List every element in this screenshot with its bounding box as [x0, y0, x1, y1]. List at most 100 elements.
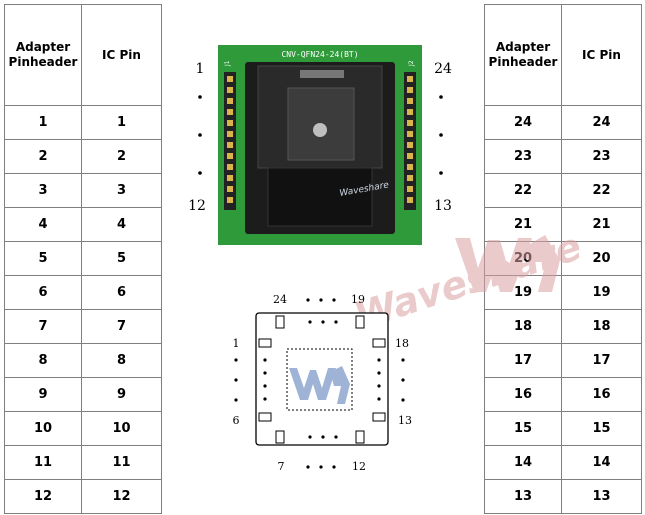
- header-pin: [227, 98, 233, 104]
- adapter-pin-cell: 8: [4, 343, 82, 378]
- ic-pin-cell: 13: [561, 479, 642, 514]
- header-pins: [227, 76, 413, 203]
- watermark-logo-icon: [455, 238, 532, 292]
- ic-outline: [255, 312, 389, 446]
- socket-hinge: [300, 70, 344, 78]
- adapter-pin-cell: 14: [484, 445, 562, 480]
- header-pin: [227, 109, 233, 115]
- ic-label-bottom-left: 7: [278, 460, 285, 473]
- ic-pad: [258, 412, 272, 422]
- adapter-pin-cell: 18: [484, 309, 562, 344]
- header-pin: [407, 153, 413, 159]
- ic-pin-dot: [321, 320, 325, 324]
- header-pin: [407, 120, 413, 126]
- board-dot: [198, 133, 202, 137]
- ic-pin-dot: [234, 398, 238, 402]
- ic-pin-dot: [319, 298, 323, 302]
- ic-pin-dot: [401, 378, 405, 382]
- board-j2-label: J2: [408, 60, 415, 67]
- ic-pin-dot: [308, 435, 312, 439]
- adapter-pin-cell: 9: [4, 377, 82, 412]
- header-pin: [407, 87, 413, 93]
- ic-pin-cell: 5: [81, 241, 162, 276]
- adapter-pin-cell: 1: [4, 105, 82, 140]
- board-dot: [439, 133, 443, 137]
- board-label-right-bottom: 13: [434, 198, 452, 214]
- ic-pin-cell: 7: [81, 309, 162, 344]
- header-pin: [407, 109, 413, 115]
- board-dot: [198, 171, 202, 175]
- ic-pin-dot: [334, 435, 338, 439]
- header-pin: [407, 164, 413, 170]
- ic-pin-dot: [263, 371, 267, 375]
- ic-pin-dot: [263, 397, 267, 401]
- board-dot: [198, 95, 202, 99]
- header-pin: [227, 120, 233, 126]
- header-pin: [227, 153, 233, 159]
- ic-label-bottom-right: 12: [352, 460, 366, 473]
- ic-pin-cell: 8: [81, 343, 162, 378]
- ic-pin-dot: [377, 397, 381, 401]
- ic-pin-cell: 2: [81, 139, 162, 174]
- header-pin: [227, 87, 233, 93]
- ic-thermal-pad: [286, 348, 353, 411]
- adapter-pin-cell: 3: [4, 173, 82, 208]
- ic-pin-dot: [234, 358, 238, 362]
- ic-pin-cell: 16: [561, 377, 642, 412]
- ic-pin-dot: [306, 465, 310, 469]
- header-pin: [227, 142, 233, 148]
- socket-spring-icon: [313, 123, 327, 137]
- adapter-pin-cell: 12: [4, 479, 82, 514]
- ic-pin-dot: [377, 358, 381, 362]
- ic-label-left-bottom: 6: [233, 414, 240, 427]
- ic-pin-cell: 9: [81, 377, 162, 412]
- ic-pin-dot: [308, 320, 312, 324]
- header-pin: [407, 142, 413, 148]
- watermark-arrow-icon: [520, 235, 560, 292]
- ic-pin-dot: [321, 435, 325, 439]
- ic-pad: [275, 315, 285, 329]
- ic-pin-dot: [334, 320, 338, 324]
- header-pin: [227, 197, 233, 203]
- header-pin: [227, 175, 233, 181]
- ic-pin-cell: 14: [561, 445, 642, 480]
- ic-pin-cell: 12: [81, 479, 162, 514]
- ic-pad: [372, 412, 386, 422]
- header-pin: [407, 131, 413, 137]
- ic-pin-dot: [332, 465, 336, 469]
- adapter-pin-cell: 16: [484, 377, 562, 412]
- ic-pads: [234, 298, 405, 469]
- adapter-pin-cell: 2: [4, 139, 82, 174]
- ic-pin-cell: 15: [561, 411, 642, 446]
- ic-pin-cell: 1: [81, 105, 162, 140]
- ic-pin-dot: [332, 298, 336, 302]
- ic-pin-dot: [377, 371, 381, 375]
- header-pin: [227, 131, 233, 137]
- board-j1-label: J1: [224, 60, 231, 67]
- header-pin: [227, 76, 233, 82]
- socket-latch: [267, 167, 373, 227]
- board-label-right-top: 24: [434, 61, 452, 77]
- ic-pin-dot: [263, 384, 267, 388]
- board-dot: [439, 171, 443, 175]
- ic-pad: [258, 338, 272, 348]
- ic-pin-dot: [401, 358, 405, 362]
